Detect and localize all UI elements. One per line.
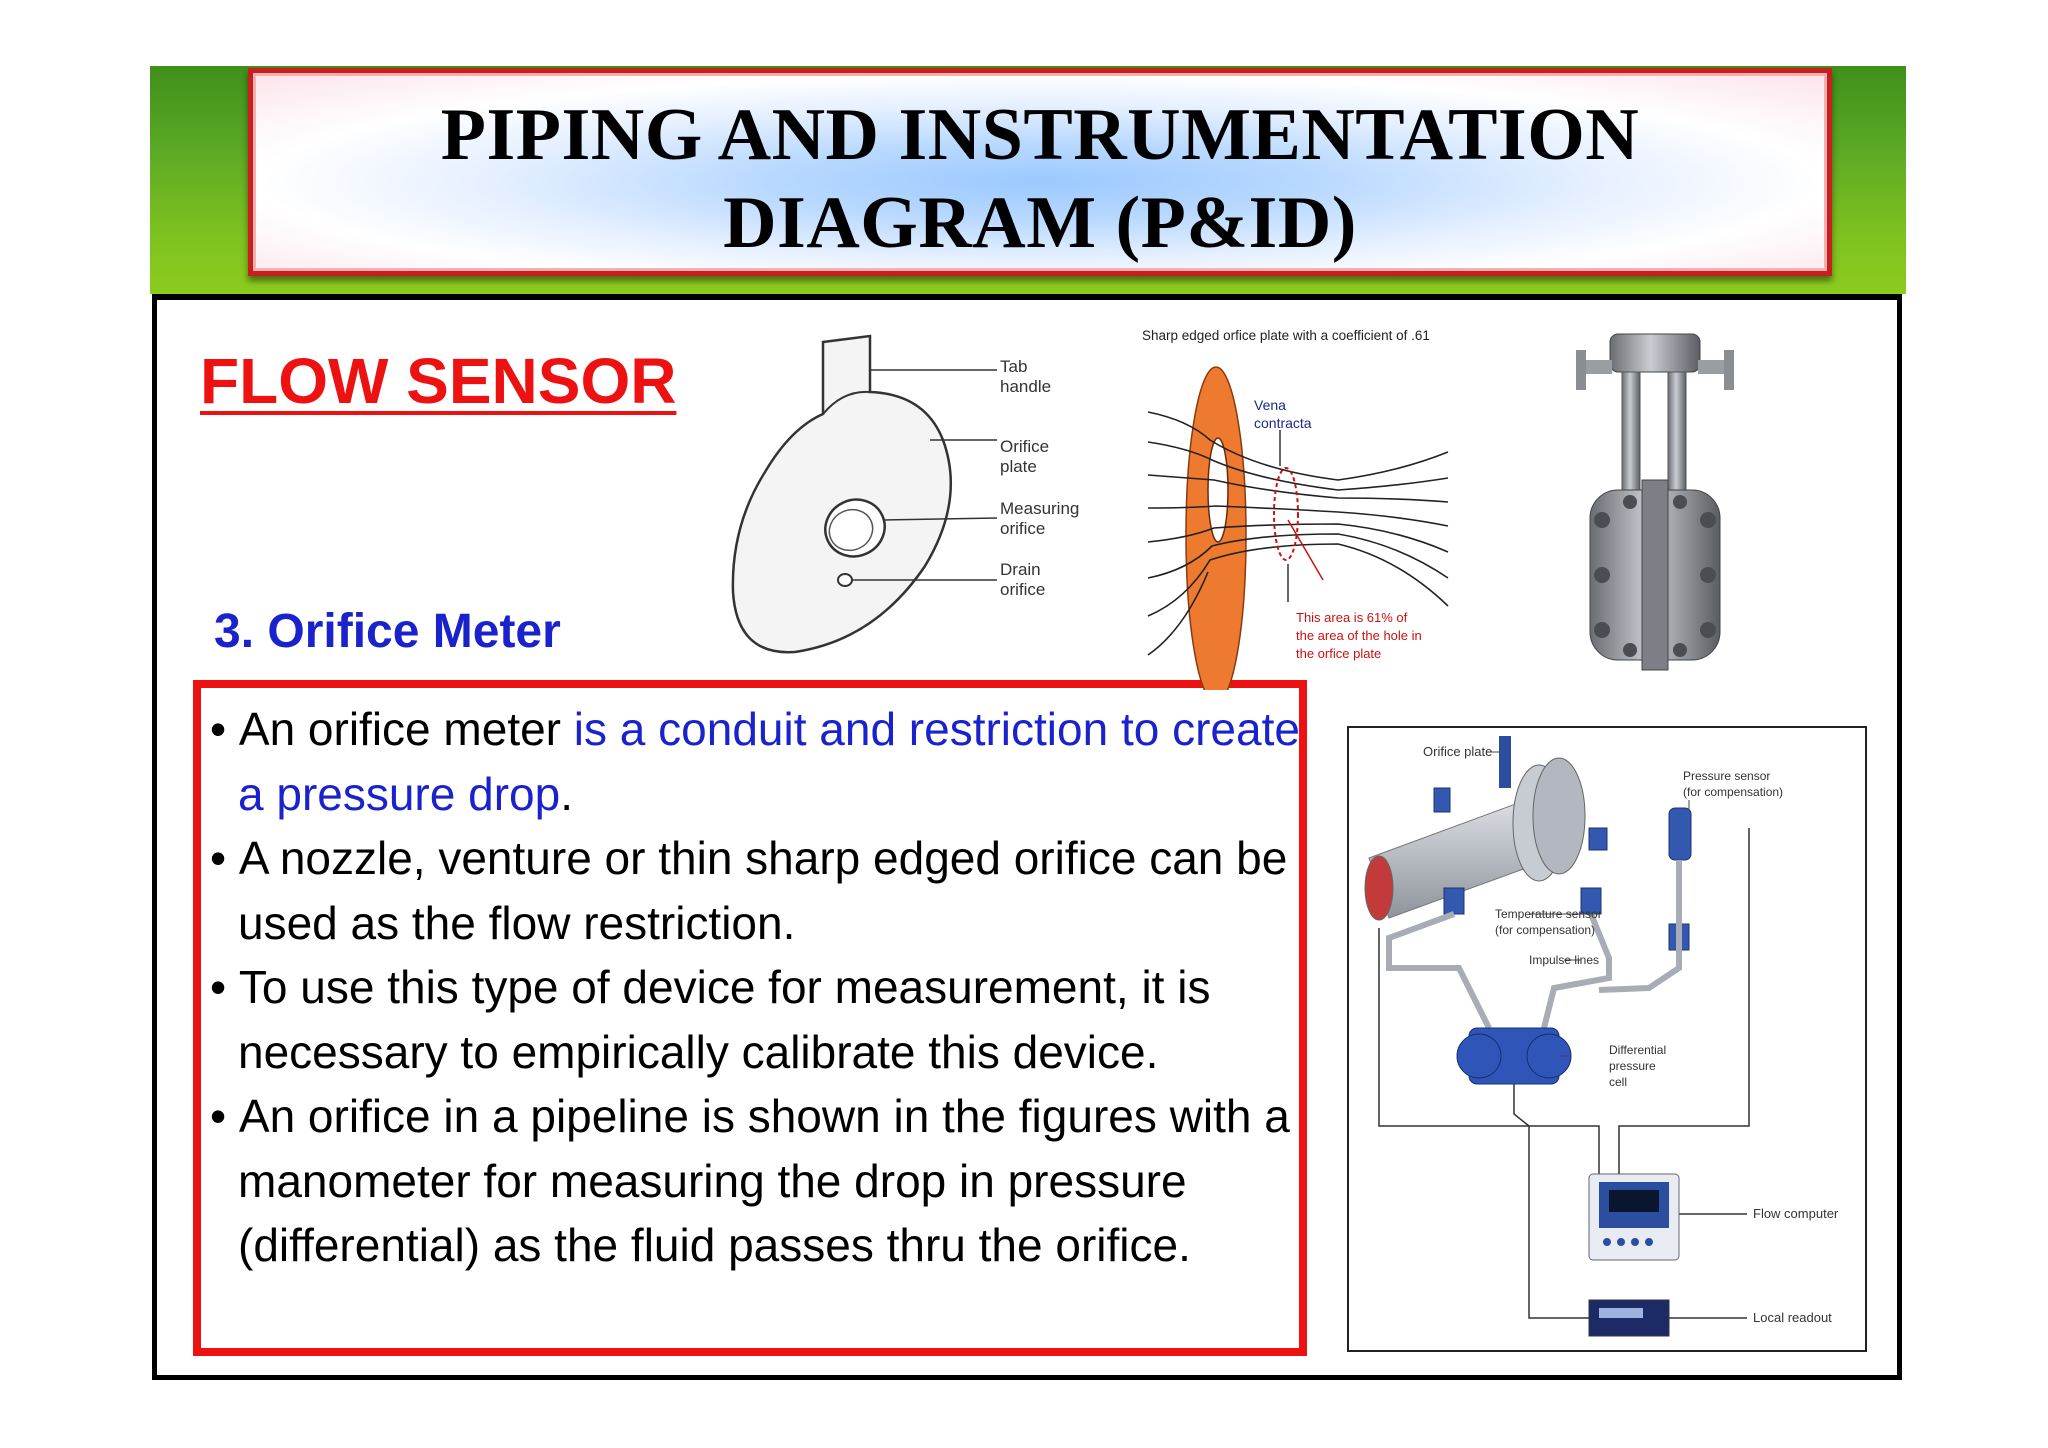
label-dp-cell-1: Differential [1609,1043,1666,1057]
orifice-system-figure: Orifice plate Pressure sensor (for compe… [1364,736,1839,1337]
bullet-4-text: An orifice in a pipeline is shown in the… [238,1090,1290,1271]
bullet-list: • An orifice meter is a conduit and rest… [210,697,1300,1278]
label-impulse-lines: Impulse lines [1529,953,1599,967]
vena-label-1: Vena [1254,397,1286,413]
tab-label-2: handle [1000,377,1051,396]
bullet-2: • A nozzle, venture or thin sharp edged … [210,832,1288,949]
slide-title: PIPING AND INSTRUMENTATION DIAGRAM (P&ID… [253,91,1827,267]
label-orifice-plate: Orifice plate [1423,744,1492,759]
label-dp-cell-3: cell [1609,1075,1627,1089]
label-pressure-sensor-1: Pressure sensor [1683,769,1770,783]
section-heading: FLOW SENSOR [200,345,677,417]
title-box: PIPING AND INSTRUMENTATION DIAGRAM (P&ID… [248,68,1832,276]
area-note-3: the orfice plate [1296,646,1381,661]
subheading: 3. Orifice Meter [214,605,561,658]
label-local-readout: Local readout [1753,1310,1832,1325]
tab-label-1: Tab [1000,357,1027,376]
drain-label-1: Drain [1000,560,1041,579]
bullet-1-pre: An orifice meter [238,703,574,755]
vena-contracta-figure: Sharp edged orfice plate with a coeffici… [1142,328,1449,690]
area-note-2: the area of the hole in [1296,628,1422,643]
measuring-label-1: Measuring [1000,499,1079,518]
bullet-3: • To use this type of device for measure… [210,961,1211,1078]
label-temp-sensor-1: Temperature sensor [1495,907,1602,921]
bullet-1-post: . [560,767,573,820]
measuring-label-2: orifice [1000,519,1045,538]
bullet-1: • An orifice meter is a conduit and rest… [210,703,1300,820]
bullet-1-highlight: is a conduit and restriction to create a… [238,703,1300,820]
label-temp-sensor-2: (for compensation) [1495,923,1595,937]
bullet-4: • An orifice in a pipeline is shown in t… [210,1090,1290,1271]
plate-label-2: plate [1000,457,1037,476]
label-pressure-sensor-2: (for compensation) [1683,785,1783,799]
orifice-plate-figure: Tab handle Orifice plate Measuring orifi… [731,334,1079,654]
flow-caption: Sharp edged orfice plate with a coeffici… [1142,328,1430,343]
bullet-2-text: A nozzle, venture or thin sharp edged or… [238,832,1288,949]
bullet-3-text: To use this type of device for measureme… [238,961,1211,1078]
drain-label-2: orifice [1000,580,1045,599]
area-note-1: This area is 61% of [1296,610,1408,625]
bullet-box [193,680,1307,1356]
label-flow-computer: Flow computer [1753,1206,1839,1221]
label-dp-cell-2: pressure [1609,1059,1656,1073]
plate-label-1: Orifice [1000,437,1049,456]
vena-label-2: contracta [1254,415,1312,431]
title-line-2: DIAGRAM (P&ID) [723,182,1357,264]
orifice-flange-photo [1576,333,1734,671]
title-line-1: PIPING AND INSTRUMENTATION [440,94,1640,176]
